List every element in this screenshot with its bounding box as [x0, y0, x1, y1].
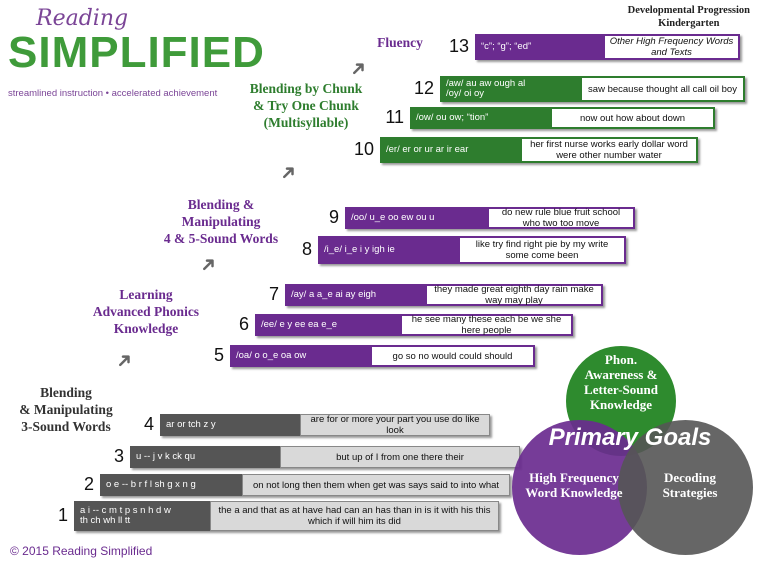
level-phonics-patterns: /oa/ o o_e oa ow — [230, 345, 370, 367]
logo-simplified: SIMPLIFIED — [8, 28, 265, 77]
level-sight-words: the a and that as at have had can an has… — [210, 501, 499, 531]
level-phonics-patterns: /ee/ e y ee ea e_e — [255, 314, 400, 336]
level-number: 1 — [57, 505, 68, 525]
venn-title: Primary Goals — [548, 424, 712, 451]
level-number: 3 — [113, 446, 124, 466]
level-number: 12 — [413, 78, 434, 98]
level-number: 10 — [353, 139, 374, 159]
level-sight-words: now out how about down — [550, 107, 715, 129]
level-sight-words: on not long then them when get was says … — [242, 474, 510, 496]
level-phonics-patterns: /ay/ a a_e ai ay eigh — [285, 284, 425, 306]
level-sight-words: her first nurse works early dollar word … — [520, 137, 698, 163]
level-phonics-patterns: /er/ er or ur ar ir ear — [380, 137, 520, 163]
level-sight-words: saw because thought all call oil boy — [580, 76, 745, 102]
stage-label-fluency: Fluency — [377, 35, 423, 50]
level-phonics-patterns: /ow/ ou ow; “tion” — [410, 107, 550, 129]
level-phonics-patterns: u -- j v k ck qu — [130, 446, 280, 468]
copyright: © 2015 Reading Simplified — [10, 544, 153, 558]
level-number: 5 — [213, 345, 224, 365]
level-sight-words: Other High Frequency Words and Texts — [603, 34, 740, 60]
level-phonics-patterns: /oo/ u_e oo ew ou u — [345, 207, 487, 229]
stage-label-3-sound: Blending & Manipulating 3-Sound Words — [19, 385, 113, 434]
level-number: 13 — [448, 36, 469, 56]
level-sight-words: are for or more your part you use do lik… — [300, 414, 490, 436]
level-sight-words: like try find right pie by my write some… — [458, 236, 626, 264]
level-phonics-patterns: /i_e/ i_e i y igh ie — [318, 236, 458, 264]
level-phonics-patterns: ar or tch z y — [160, 414, 300, 436]
level-phonics-patterns: /aw/ au aw ough al /oy/ oi oy — [440, 76, 580, 102]
level-sight-words: he see many these each be we she here pe… — [400, 314, 573, 336]
venn-label-decoding: Decoding Strategies — [662, 470, 718, 500]
level-number: 9 — [328, 207, 339, 227]
logo-tagline: streamlined instruction • accelerated ac… — [8, 88, 218, 99]
level-phonics-patterns: a i -- c m t p s n h d w th ch wh ll tt — [74, 501, 210, 531]
level-bar: “c”; “g”; “ed”Other High Frequency Words… — [475, 34, 740, 60]
level-number: 4 — [143, 414, 154, 434]
level-number: 11 — [385, 107, 404, 127]
header-subtitle: Kindergarten — [658, 18, 720, 29]
header: Developmental Progression Kindergarten — [628, 4, 750, 30]
level-number: 7 — [268, 284, 279, 304]
logo-reading: Reading — [36, 6, 129, 31]
header-title: Developmental Progression — [627, 5, 750, 16]
arrow-up-right-icon: ➜ — [345, 55, 373, 83]
stage-label-4-5-sound: Blending & Manipulating 4 & 5-Sound Word… — [163, 197, 279, 246]
venn-label-hfw: High Frequency Word Knowledge — [525, 470, 623, 500]
level-number: 8 — [301, 239, 312, 259]
level-phonics-patterns: o e -- b r f l sh g x n g — [100, 474, 242, 496]
level-sight-words: but up of I from one there their — [280, 446, 520, 468]
level-sight-words: do new rule blue fruit school who two to… — [487, 207, 635, 229]
arrow-up-right-icon: ➜ — [111, 347, 139, 375]
arrow-up-right-icon: ➜ — [275, 159, 303, 187]
venn-label-phon: Phon. Awareness & Letter-Sound Knowledge — [584, 352, 658, 412]
level-sight-words: they made great eighth day rain make way… — [425, 284, 603, 306]
level-number: 6 — [238, 314, 249, 334]
level-number: 2 — [83, 474, 94, 494]
level-phonics-patterns: “c”; “g”; “ed” — [475, 34, 603, 60]
level-bar: /ow/ ou ow; “tion”now out how about down — [410, 107, 715, 129]
stage-label-advanced-phonics: Learning Advanced Phonics Knowledge — [92, 287, 200, 336]
venn-circle-decoding — [618, 420, 753, 555]
stage-label-chunk: Blending by Chunk & Try One Chunk (Multi… — [249, 81, 363, 130]
level-sight-words: go so no would could should — [370, 345, 535, 367]
arrow-up-right-icon: ➜ — [195, 251, 223, 279]
